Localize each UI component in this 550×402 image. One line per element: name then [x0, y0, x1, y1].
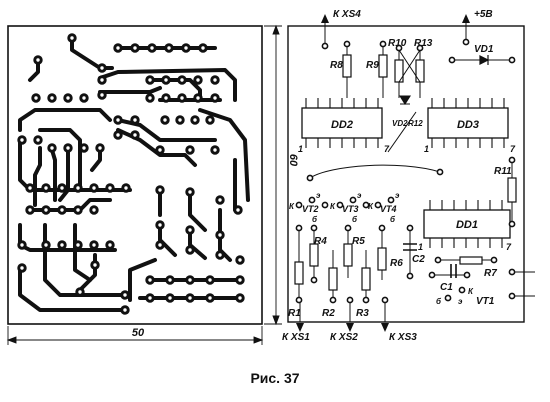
- vt2-e: э: [316, 191, 321, 200]
- label-c1: C1: [440, 282, 453, 293]
- label-r8: R8: [330, 60, 343, 71]
- resistor-r6: [377, 247, 387, 271]
- dimension-lines: [6, 24, 282, 345]
- vt2-b: б: [312, 215, 318, 224]
- capacitor-c1: [450, 264, 457, 278]
- vt4-b: б: [390, 215, 396, 224]
- vt4-k: К: [368, 202, 374, 211]
- label-vt2: VT2: [302, 204, 319, 214]
- label-vd1: VD1: [474, 44, 494, 55]
- capacitor-plates: [403, 243, 457, 278]
- resistor-bodies: [294, 54, 517, 291]
- resistor-r7: [459, 256, 483, 265]
- label-r7: R7: [484, 268, 497, 279]
- resistor-r8: [342, 54, 352, 78]
- resistor-r9: [378, 54, 388, 78]
- vt4-e: э: [395, 191, 400, 200]
- label-vt4: VT4: [380, 204, 397, 214]
- resistor-r11: [507, 177, 517, 203]
- resistor-r2: [328, 267, 338, 291]
- label-vd2: VD2: [392, 119, 408, 128]
- pin1-dd3: 1: [424, 144, 429, 154]
- label-r4: R4: [314, 236, 327, 247]
- label-r6: R6: [390, 258, 403, 269]
- connector-xs3-label: К XS3: [389, 332, 417, 343]
- vt1-b: б: [436, 297, 442, 306]
- vt1-e: э: [458, 297, 463, 306]
- diode-vd2: [399, 95, 411, 106]
- connector-power-label: +5В: [474, 9, 493, 20]
- resistor-r13: [415, 59, 425, 83]
- pin7-dd2: 7: [384, 144, 390, 154]
- vt3-k: К: [330, 202, 336, 211]
- label-c2: C2: [412, 254, 425, 265]
- connector-xs1-label: К XS1: [282, 332, 310, 343]
- label-r10: R10: [388, 38, 407, 49]
- label-r1: R1: [288, 308, 301, 319]
- label-r13: R13: [414, 38, 433, 49]
- label-dd1: DD1: [456, 219, 478, 231]
- figure-caption: Рис. 37: [250, 370, 300, 386]
- label-r3: R3: [356, 308, 369, 319]
- pcb-pads: [17, 33, 245, 315]
- label-r11: R11: [494, 166, 512, 177]
- diode-vd1: [479, 55, 490, 65]
- resistor-r10: [394, 59, 404, 83]
- component-layout: [287, 14, 535, 332]
- label-r9: R9: [366, 60, 379, 71]
- connector-xs2-label: К XS2: [330, 332, 358, 343]
- vt2-k: К: [289, 202, 295, 211]
- resistor-r1: [294, 261, 304, 285]
- pcb-outline: [7, 25, 263, 325]
- component-pads: [295, 38, 516, 304]
- label-dd3: DD3: [457, 119, 479, 131]
- label-r5: R5: [352, 236, 365, 247]
- vt3-e: э: [357, 191, 362, 200]
- connector-xs4-label: К XS4: [333, 9, 361, 20]
- pin1-dd2: 1: [298, 144, 303, 154]
- pcb-width-label: 50: [132, 327, 145, 339]
- connector-arrows: [296, 14, 470, 332]
- resistor-r5: [343, 243, 353, 267]
- capacitor-c2: [403, 243, 417, 251]
- resistor-r4: [309, 243, 319, 267]
- pcb-board: [7, 25, 263, 325]
- pin7-dd1: 7: [506, 242, 512, 252]
- vt3-b: б: [352, 215, 358, 224]
- resistor-r3: [361, 267, 371, 291]
- wires: [298, 22, 535, 322]
- chip-pins: [305, 98, 505, 248]
- label-vt1: VT1: [476, 296, 495, 307]
- label-r2: R2: [322, 308, 335, 319]
- label-r12: R12: [408, 119, 423, 128]
- label-vt3: VT3: [342, 204, 359, 214]
- pcb-height-label: 60: [287, 154, 299, 167]
- pin1-dd1: 1: [418, 242, 423, 252]
- component-board-outline: [287, 25, 525, 323]
- label-dd2: DD2: [331, 119, 353, 131]
- vt1-k: К: [468, 287, 474, 296]
- pin7-dd3: 7: [510, 144, 516, 154]
